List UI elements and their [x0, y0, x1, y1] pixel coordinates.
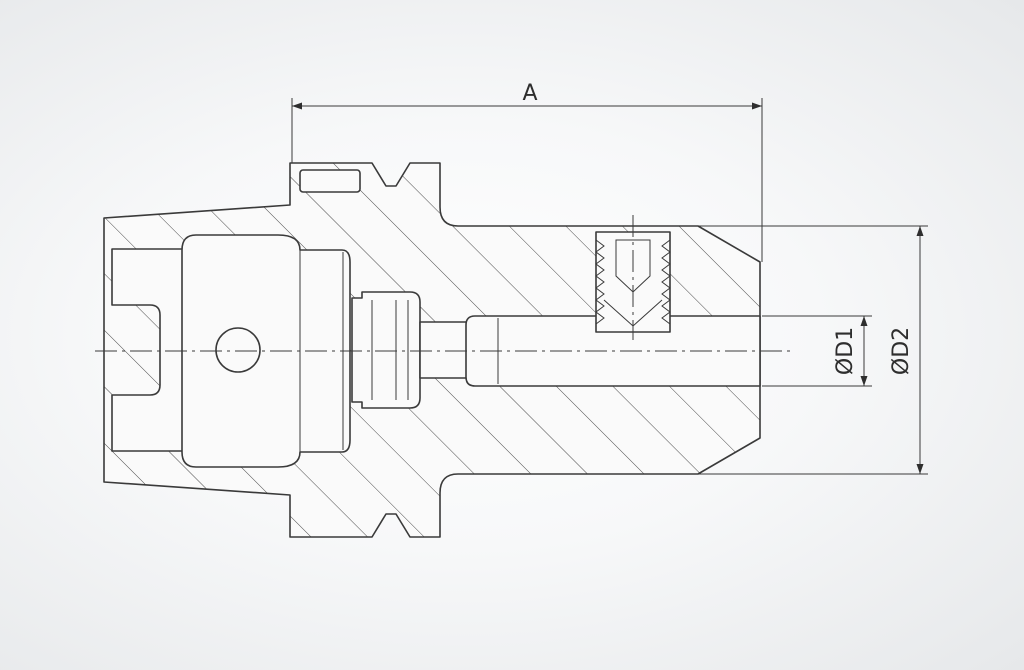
thread-teeth-left — [595, 239, 605, 325]
thread-teeth-right — [661, 239, 671, 325]
screw-hex-socket — [615, 239, 651, 293]
dim-a-label: A — [522, 81, 537, 106]
dim-d2-label: ØD2 — [889, 327, 914, 375]
dim-d1-label: ØD1 — [833, 327, 858, 375]
coolant-tube — [419, 321, 471, 379]
clamping-screw — [595, 231, 671, 333]
drive-key — [299, 169, 361, 193]
coolant-tube-fitting — [351, 291, 421, 409]
drive-slot — [111, 248, 191, 452]
cross-hole — [215, 327, 261, 373]
